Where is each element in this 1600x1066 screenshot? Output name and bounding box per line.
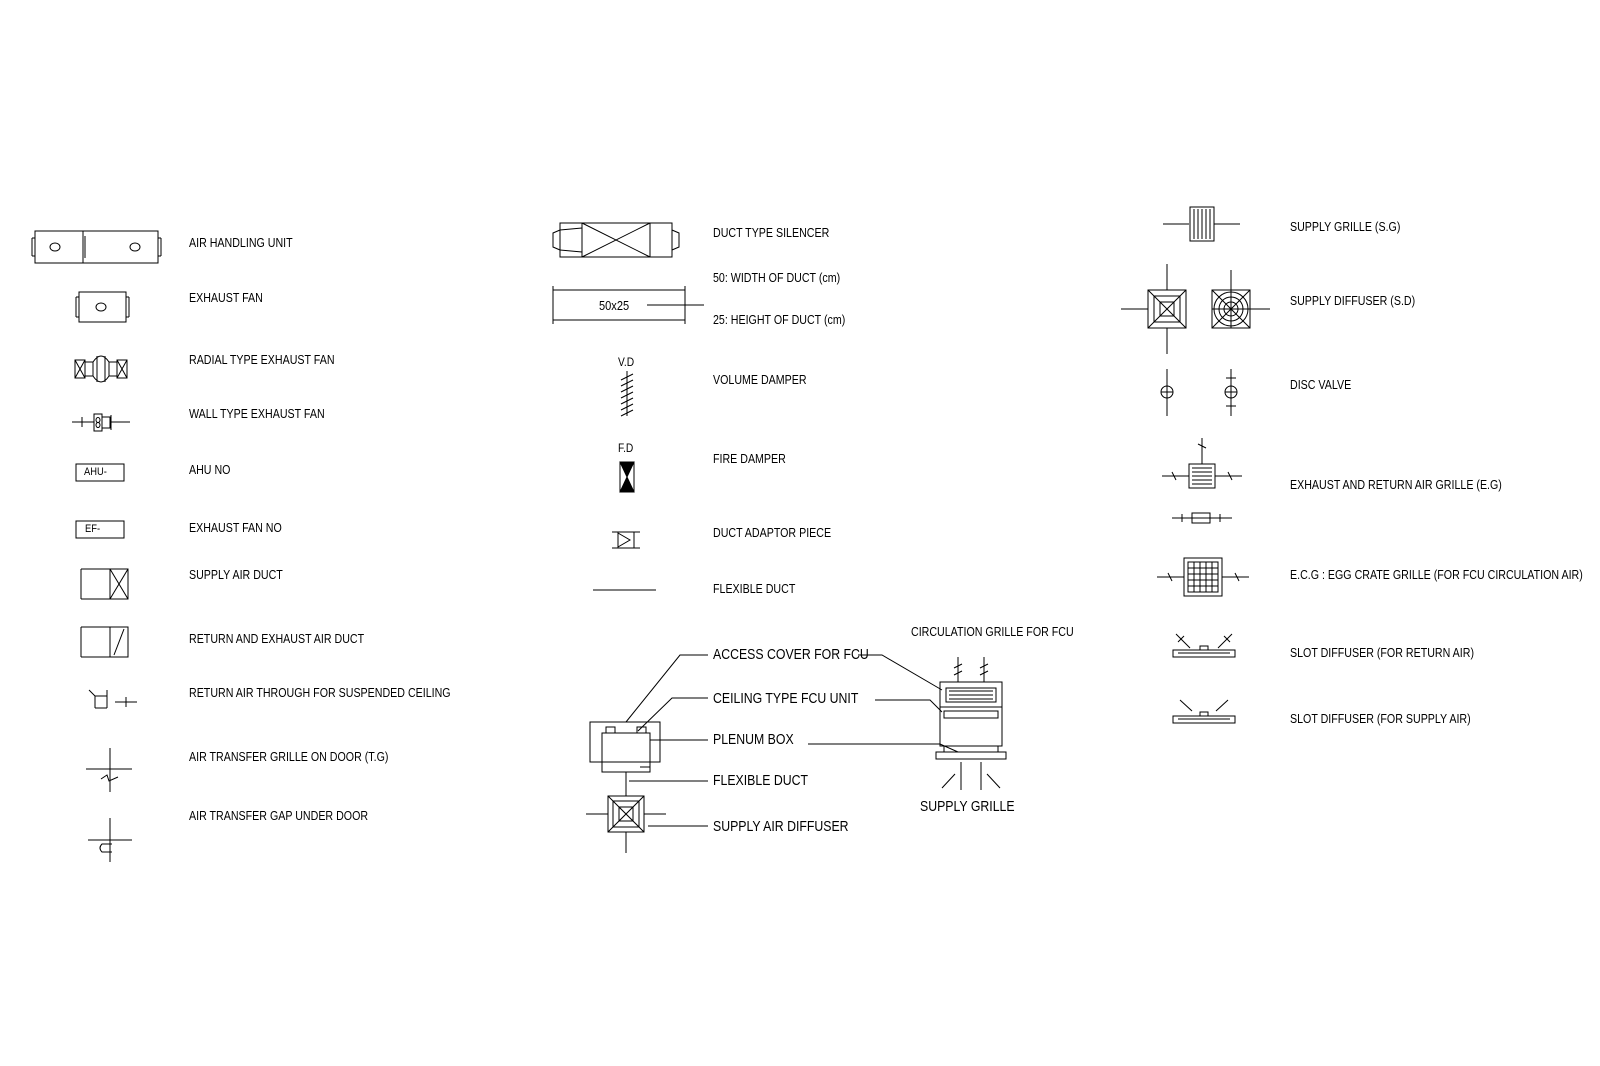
label-egg-crate-grille: E.C.G : EGG CRATE GRILLE (FOR FCU CIRCUL…	[1290, 567, 1583, 582]
fcu-circulation-symbol	[808, 654, 1007, 790]
label-wall-exhaust-fan: WALL TYPE EXHAUST FAN	[189, 406, 325, 421]
label-radial-exhaust-fan: RADIAL TYPE EXHAUST FAN	[189, 352, 335, 367]
callout-supply-air-diffuser: SUPPLY AIR DIFFUSER	[713, 818, 849, 835]
supply-grille-symbol	[1163, 206, 1240, 242]
label-supply-diffuser: SUPPLY DIFFUSER (S.D)	[1290, 293, 1416, 308]
volume-damper-symbol	[620, 371, 634, 417]
ahu-number-box	[75, 463, 125, 482]
return-air-through-ceiling-symbol	[88, 689, 137, 709]
disc-valve-symbol	[1160, 369, 1238, 416]
callout-access-cover: ACCESS COVER FOR FCU	[713, 646, 869, 663]
fire-damper-symbol	[619, 461, 635, 493]
radial-exhaust-fan-symbol	[74, 355, 128, 383]
exhaust-fan-number-box	[75, 520, 125, 539]
supply-diffuser-square-symbol	[1121, 264, 1187, 354]
duct-adaptor-symbol	[612, 531, 640, 549]
label-flexible-duct: FLEXIBLE DUCT	[713, 581, 796, 596]
duct-size-symbol	[552, 286, 704, 324]
ahu-number-tag: AHU-	[84, 466, 107, 478]
wall-exhaust-fan-symbol	[72, 413, 130, 432]
label-ahu-no: AHU NO	[189, 462, 231, 477]
label-exhaust-return-grille: EXHAUST AND RETURN AIR GRILLE (E.G)	[1290, 477, 1502, 492]
callout-plenum-box: PLENUM BOX	[713, 731, 794, 748]
fire-damper-tag: F.D	[618, 441, 634, 455]
label-exhaust-fan-no: EXHAUST FAN NO	[189, 520, 282, 535]
label-slot-diffuser-return: SLOT DIFFUSER (FOR RETURN AIR)	[1290, 645, 1475, 660]
slot-diffuser-supply-symbol	[1172, 699, 1236, 724]
label-supply-grille: SUPPLY GRILLE (S.G)	[1290, 219, 1401, 234]
callout-circulation-grille: CIRCULATION GRILLE FOR FCU	[911, 624, 1074, 639]
callout-supply-grille: SUPPLY GRILLE	[920, 798, 1015, 815]
duct-size-tag: 50x25	[599, 298, 630, 313]
egg-crate-grille-symbol	[1157, 557, 1249, 597]
supply-air-duct-symbol	[80, 568, 129, 600]
label-duct-silencer: DUCT TYPE SILENCER	[713, 225, 830, 240]
transfer-gap-door-symbol	[88, 818, 132, 862]
label-volume-damper: VOLUME DAMPER	[713, 372, 807, 387]
exhaust-fan-number-tag: EF-	[85, 523, 101, 535]
label-return-air-ceiling: RETURN AIR THROUGH FOR SUSPENDED CEILING	[189, 685, 451, 700]
exhaust-return-grille-symbol	[1162, 438, 1242, 524]
supply-diffuser-round-symbol	[1211, 270, 1270, 329]
fcu-assembly-symbol	[586, 654, 708, 853]
return-exhaust-duct-symbol	[80, 626, 129, 658]
label-fire-damper: FIRE DAMPER	[713, 451, 786, 466]
callout-ceiling-fcu: CEILING TYPE FCU UNIT	[713, 690, 859, 707]
label-supply-air-duct: SUPPLY AIR DUCT	[189, 567, 283, 582]
duct-silencer-symbol	[552, 222, 680, 258]
label-disc-valve: DISC VALVE	[1290, 377, 1352, 392]
transfer-grille-door-symbol	[86, 748, 132, 792]
label-duct-adaptor: DUCT ADAPTOR PIECE	[713, 525, 832, 540]
label-return-exhaust-duct: RETURN AND EXHAUST AIR DUCT	[189, 631, 365, 646]
callout-flexible-duct: FLEXIBLE DUCT	[713, 772, 809, 789]
label-exhaust-fan: EXHAUST FAN	[189, 290, 263, 305]
air-handling-unit-symbol	[31, 230, 162, 264]
exhaust-fan-symbol	[75, 291, 130, 323]
label-transfer-grille-door: AIR TRANSFER GRILLE ON DOOR (T.G)	[189, 749, 389, 764]
label-duct-width: 50: WIDTH OF DUCT (cm)	[713, 270, 841, 285]
slot-diffuser-return-symbol	[1172, 633, 1236, 658]
volume-damper-tag: V.D	[618, 355, 635, 369]
label-duct-height: 25: HEIGHT OF DUCT (cm)	[713, 312, 846, 327]
label-transfer-gap-door: AIR TRANSFER GAP UNDER DOOR	[189, 808, 369, 823]
label-air-handling-unit: AIR HANDLING UNIT	[189, 235, 293, 250]
label-slot-diffuser-supply: SLOT DIFFUSER (FOR SUPPLY AIR)	[1290, 711, 1471, 726]
